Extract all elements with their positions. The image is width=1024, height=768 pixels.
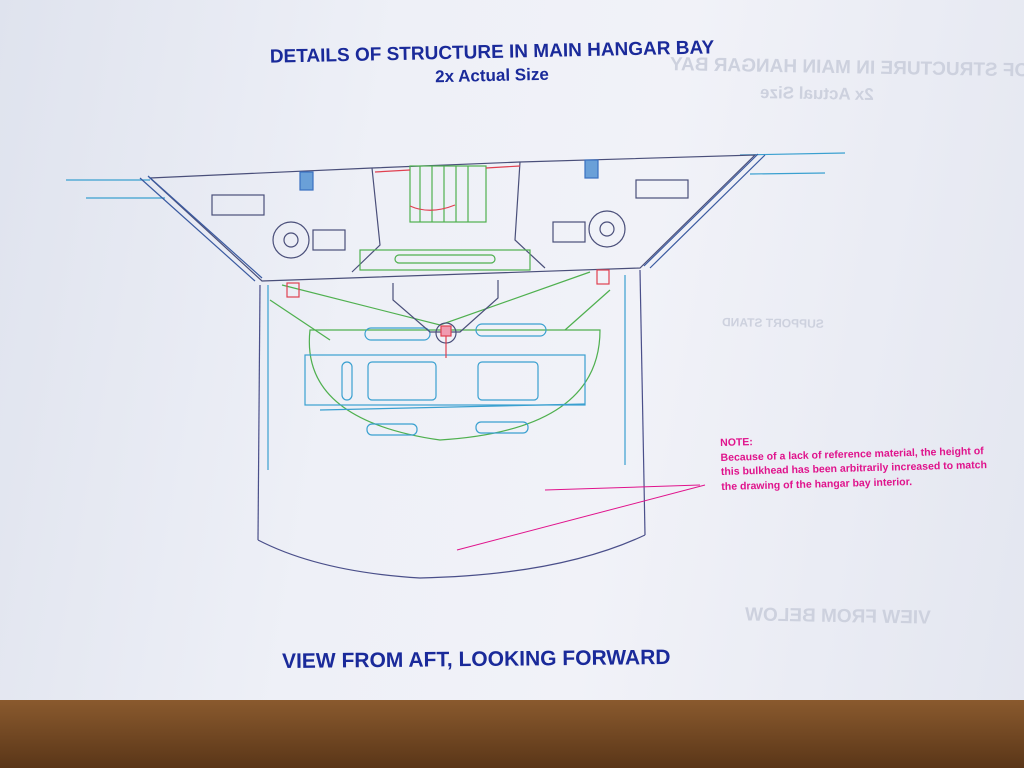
blue-hatches (299, 159, 599, 191)
bulkhead (257, 269, 646, 579)
green-elements (269, 165, 611, 441)
blue-elements (267, 275, 626, 470)
note-block: NOTE: Because of a lack of reference mat… (720, 429, 988, 494)
note-leaders (456, 484, 706, 551)
red-elements (286, 165, 610, 358)
paper-sheet (0, 0, 1024, 745)
upper-structure (139, 153, 766, 282)
view-label: VIEW FROM AFT, LOOKING FORWARD (281, 645, 671, 674)
table-surface (0, 700, 1024, 768)
deck-lines (66, 152, 846, 199)
